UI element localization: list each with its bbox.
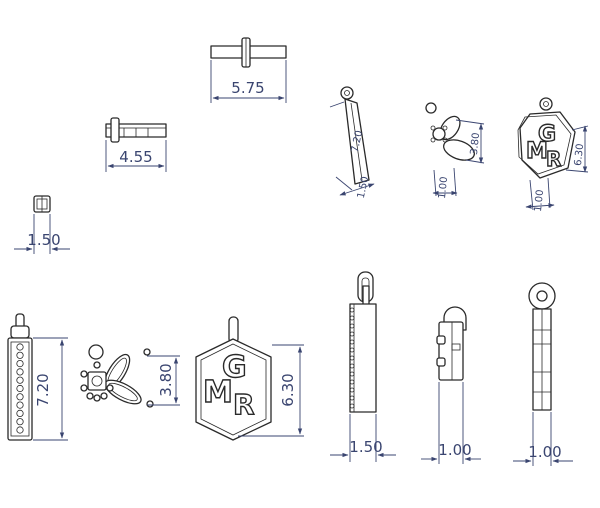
bar-top-view: 5.75 <box>210 37 287 103</box>
dim-hex-front-height: 6.30 <box>279 373 297 406</box>
side-stone <box>349 347 355 353</box>
bar-stone <box>16 401 24 409</box>
butterfly-front-view: 3.80 <box>80 344 180 408</box>
butterfly-side-profile: 1.00 <box>421 306 481 464</box>
side-stone <box>349 355 355 361</box>
side-stone <box>349 379 355 385</box>
front-letter-m: M <box>203 375 233 410</box>
bar-stone <box>16 418 24 426</box>
butterfly-bead <box>100 392 108 400</box>
side-stone <box>349 395 355 401</box>
side-stone <box>349 323 355 329</box>
dim-iso-bar-length: 7.20 <box>350 129 365 153</box>
iso-butterfly-pendant: 3.80 1.00 <box>425 102 485 199</box>
iso-hex-pendant: M G R 6.30 1.00 <box>517 97 589 212</box>
hex-side-profile: 1.00 <box>513 282 573 466</box>
bar-stone <box>16 359 24 368</box>
hex-front-view: M G R 6.30 <box>195 316 304 441</box>
front-letter-r: R <box>233 388 255 421</box>
bar-side-view: 4.55 <box>105 117 167 172</box>
side-stone <box>349 403 355 409</box>
butterfly-bead <box>80 384 88 392</box>
butterfly-bead <box>106 384 114 392</box>
butterfly-bead <box>146 400 154 408</box>
bar-front-view: 7.20 <box>7 313 68 441</box>
side-stone <box>349 315 355 321</box>
bar-stone <box>16 409 24 417</box>
dim-side-hex-width: 1.00 <box>528 443 561 461</box>
bar-stone <box>16 368 24 376</box>
bar-stone <box>16 351 24 359</box>
dim-butterfly-front-height: 3.80 <box>157 363 175 396</box>
dim-bar-top-width: 5.75 <box>231 79 264 97</box>
butterfly-bead <box>143 348 151 356</box>
square-end-view: 1.50 <box>14 195 70 254</box>
dim-iso-butterfly-height: 3.80 <box>469 132 482 155</box>
bar-stone <box>16 384 24 393</box>
bar-stone <box>16 343 24 351</box>
butterfly-bead <box>80 370 88 378</box>
bar-stone <box>16 393 24 401</box>
dim-iso-hex-height: 6.30 <box>573 143 586 166</box>
butterfly-bead <box>93 361 101 369</box>
iso-bar-pendant: 7.20 1.50 <box>329 86 375 200</box>
dim-bar-front-height: 7.20 <box>34 373 52 406</box>
butterfly-bead <box>86 392 94 400</box>
side-stone <box>349 307 355 313</box>
dim-side-butterfly-width: 1.00 <box>438 441 471 459</box>
dim-square-width: 1.50 <box>27 231 60 249</box>
iso-letter-m: M <box>526 139 548 164</box>
front-letter-g: G <box>222 350 247 385</box>
iso-letter-r: R <box>546 147 561 171</box>
dim-iso-hex-depth: 1.00 <box>533 189 546 212</box>
side-stone <box>349 363 355 369</box>
dim-side-bar-width: 1.50 <box>349 438 382 456</box>
iso-letter-g: G <box>538 122 556 147</box>
side-stone <box>349 331 355 337</box>
bar-side-profile: 1.50 <box>330 271 396 462</box>
side-stone <box>349 339 355 345</box>
side-stone <box>349 371 355 377</box>
bar-stone <box>16 426 24 434</box>
dim-bar-side-width: 4.55 <box>119 148 152 166</box>
side-stone <box>349 387 355 393</box>
dim-iso-butterfly-depth: 1.00 <box>437 176 450 199</box>
butterfly-bead <box>93 394 101 402</box>
dim-iso-bar-width: 1.50 <box>356 175 371 199</box>
bar-stone <box>16 376 24 384</box>
